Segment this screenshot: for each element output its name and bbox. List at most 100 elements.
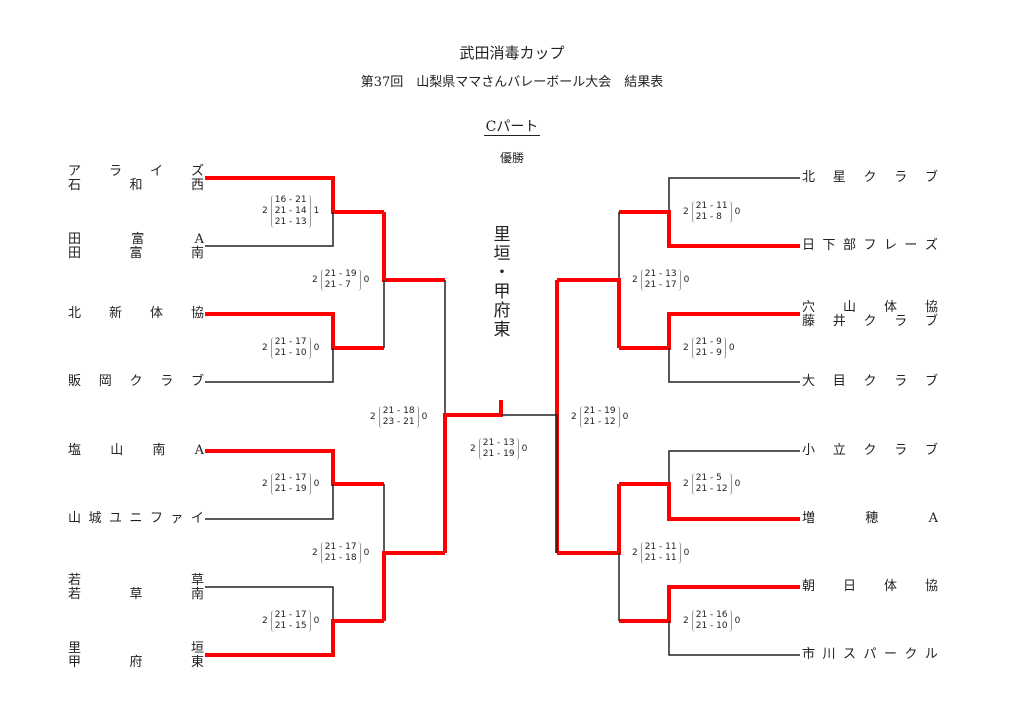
team-name-char: 協 — [924, 579, 938, 594]
set-score: 21 - 9 — [695, 337, 722, 347]
loser-sets-won: 0 — [728, 343, 735, 353]
team-name-char: フ — [863, 238, 877, 253]
team-name-char: ク — [129, 374, 143, 389]
team-name-char: 山 — [68, 511, 82, 526]
team-name-char: 若 — [68, 587, 82, 602]
team-name-char: ク — [863, 374, 877, 389]
team-name-char: パ — [863, 647, 877, 662]
team-name-char: 体 — [149, 306, 163, 321]
team-name-char: ブ — [924, 443, 938, 458]
team-name-char: 城 — [88, 511, 102, 526]
set-score: 21 - 13 — [644, 269, 677, 279]
loser-path — [205, 212, 334, 247]
team-name-char: 藤 — [802, 314, 816, 329]
team-name-char: ズ — [924, 238, 938, 253]
team-name-char: 立 — [832, 443, 846, 458]
winner-sets-won: 2 — [262, 479, 268, 489]
team-name-char: 体 — [883, 300, 897, 315]
team-name-char: 井 — [832, 314, 846, 329]
team-name-row: 山城ユニファイ — [68, 512, 204, 526]
winner-sets-won: 2 — [571, 412, 577, 422]
team-name-char: ズ — [190, 164, 204, 179]
team-name-char: 甲 — [68, 655, 82, 670]
loser-path — [668, 177, 800, 212]
team-name-char: ラ — [894, 374, 908, 389]
team-name-row: 藤井クラブ — [802, 315, 938, 329]
team-name-char: 山 — [842, 300, 856, 315]
team-name-char: ブ — [924, 170, 938, 185]
team-name-char: ー — [883, 647, 897, 662]
set-score: 21 - 19 — [482, 449, 515, 459]
team-name-char: 東 — [190, 655, 204, 670]
winner-sets-won: 2 — [632, 548, 638, 558]
team-left-6: 山城ユニファイ — [68, 512, 204, 526]
winner-path — [382, 212, 445, 282]
team-name-char: ス — [842, 647, 856, 662]
team-name-char: 目 — [832, 374, 846, 389]
winner-sets-won: 2 — [312, 275, 318, 285]
team-right-7: 朝日体協 — [802, 580, 938, 594]
team-name-char: 北 — [802, 170, 816, 185]
set-score: 21 - 11 — [644, 553, 677, 563]
winner-path — [443, 400, 503, 553]
winner-path — [557, 484, 621, 555]
team-name-char: ブ — [924, 314, 938, 329]
winner-sets-won: 2 — [262, 343, 268, 353]
team-name-char: 垣 — [190, 641, 204, 656]
team-name-char: 部 — [842, 238, 856, 253]
team-name-row: 若 草 — [68, 574, 204, 588]
set-score: 21 - 18 — [324, 553, 357, 563]
champion-char: 垣 — [493, 244, 511, 264]
team-left-8: 里 垣甲府東 — [68, 642, 204, 670]
team-left-1: アライズ石和西 — [68, 165, 204, 193]
champion-name: 里垣・甲府東 — [488, 226, 516, 340]
set-score: 21 - 11 — [695, 201, 728, 211]
team-name-char: 体 — [883, 579, 897, 594]
winner-path — [619, 312, 800, 350]
winner-sets-won: 2 — [312, 548, 318, 558]
set-score: 21 - 15 — [274, 621, 307, 631]
team-name-row: 石和西 — [68, 179, 204, 193]
loser-sets-won: 0 — [622, 412, 629, 422]
team-name-char: ク — [863, 170, 877, 185]
team-name-char: 穴 — [802, 300, 816, 315]
winner-path — [619, 210, 800, 248]
part-label: Cパート — [483, 119, 541, 136]
set-score: 21 - 10 — [695, 621, 728, 631]
team-name-row: 甲府東 — [68, 656, 204, 670]
winner-sets-won: 2 — [683, 343, 689, 353]
team-name-char: 里 — [68, 641, 82, 656]
team-name-row: 日下部フレーズ — [802, 239, 938, 253]
loser-sets-won: 0 — [521, 444, 528, 454]
team-right-2: 日下部フレーズ — [802, 239, 938, 253]
team-name-char: 塩 — [68, 443, 82, 458]
team-right-1: 北星クラブ — [802, 171, 938, 185]
team-name-char: 南 — [190, 246, 204, 261]
team-name-char: ア — [68, 164, 82, 179]
team-name-char: 富 — [131, 232, 145, 247]
team-name-char: 市 — [802, 647, 816, 662]
winner-sets-won: 2 — [470, 444, 476, 454]
winner-path — [205, 176, 384, 214]
team-name-char: ラ — [894, 443, 908, 458]
team-name-char: 田 — [68, 246, 82, 261]
team-name-char: ブ — [924, 374, 938, 389]
team-name-char: 朝 — [802, 579, 816, 594]
winner-sets-won: 2 — [262, 616, 268, 626]
tournament-title: 武田消毒カップ — [459, 44, 565, 62]
team-name-row: 田富南 — [68, 247, 204, 261]
team-name-char: ァ — [170, 511, 184, 526]
set-score: 21 - 19 — [583, 406, 616, 416]
